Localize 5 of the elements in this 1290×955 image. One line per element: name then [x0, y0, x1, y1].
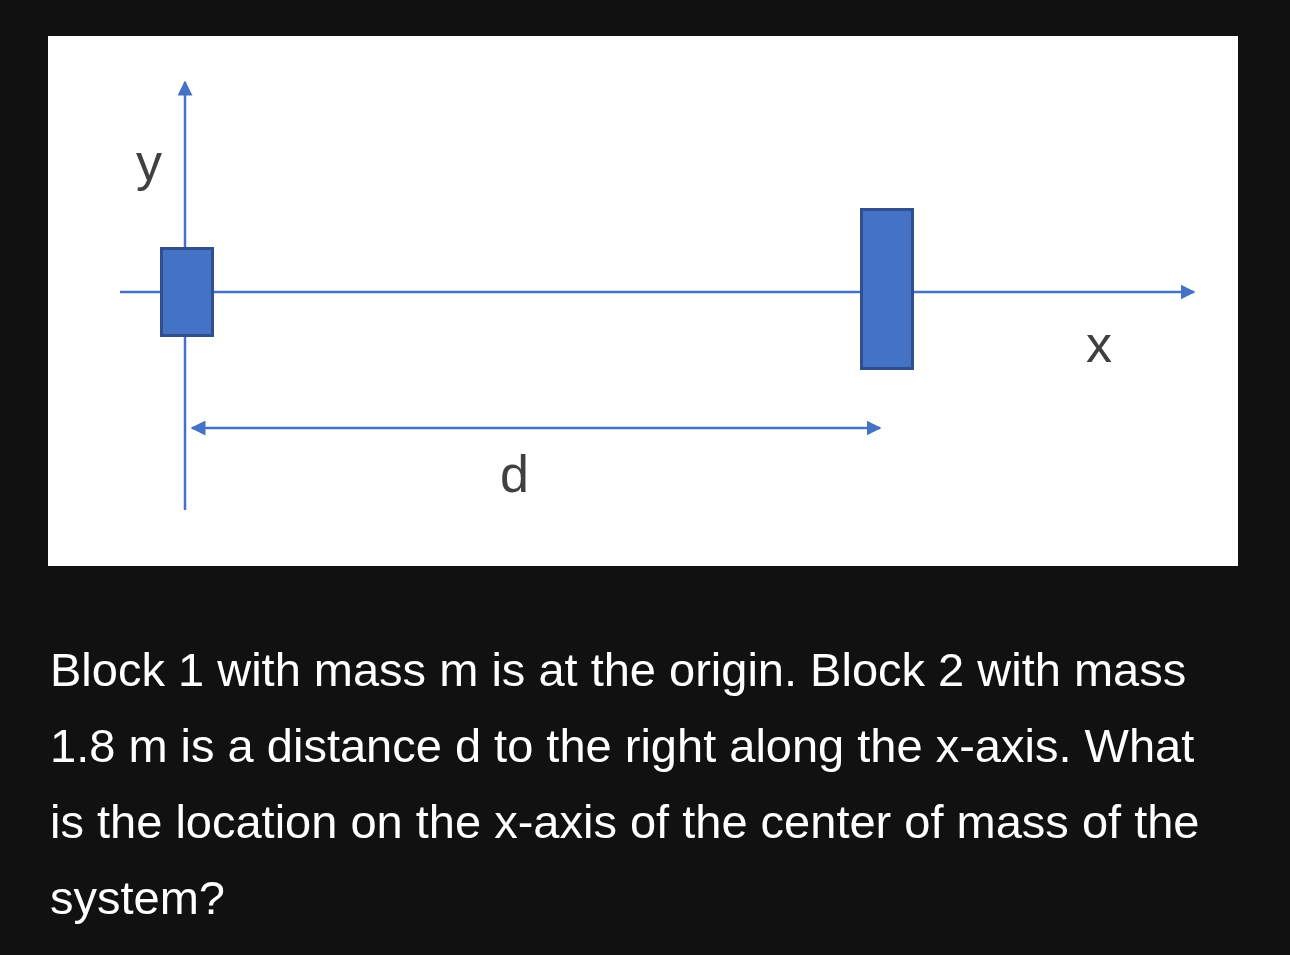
block — [160, 247, 214, 337]
block — [860, 208, 914, 370]
question-text: Block 1 with mass m is at the origin. Block 2 with mass 1.8 m is a distance d to the right along the x-axis. What is the location on the x-axis of the center of mass of the system? — [50, 642, 1201, 926]
axis-label: x — [1086, 318, 1112, 370]
axis-label: d — [500, 448, 529, 500]
